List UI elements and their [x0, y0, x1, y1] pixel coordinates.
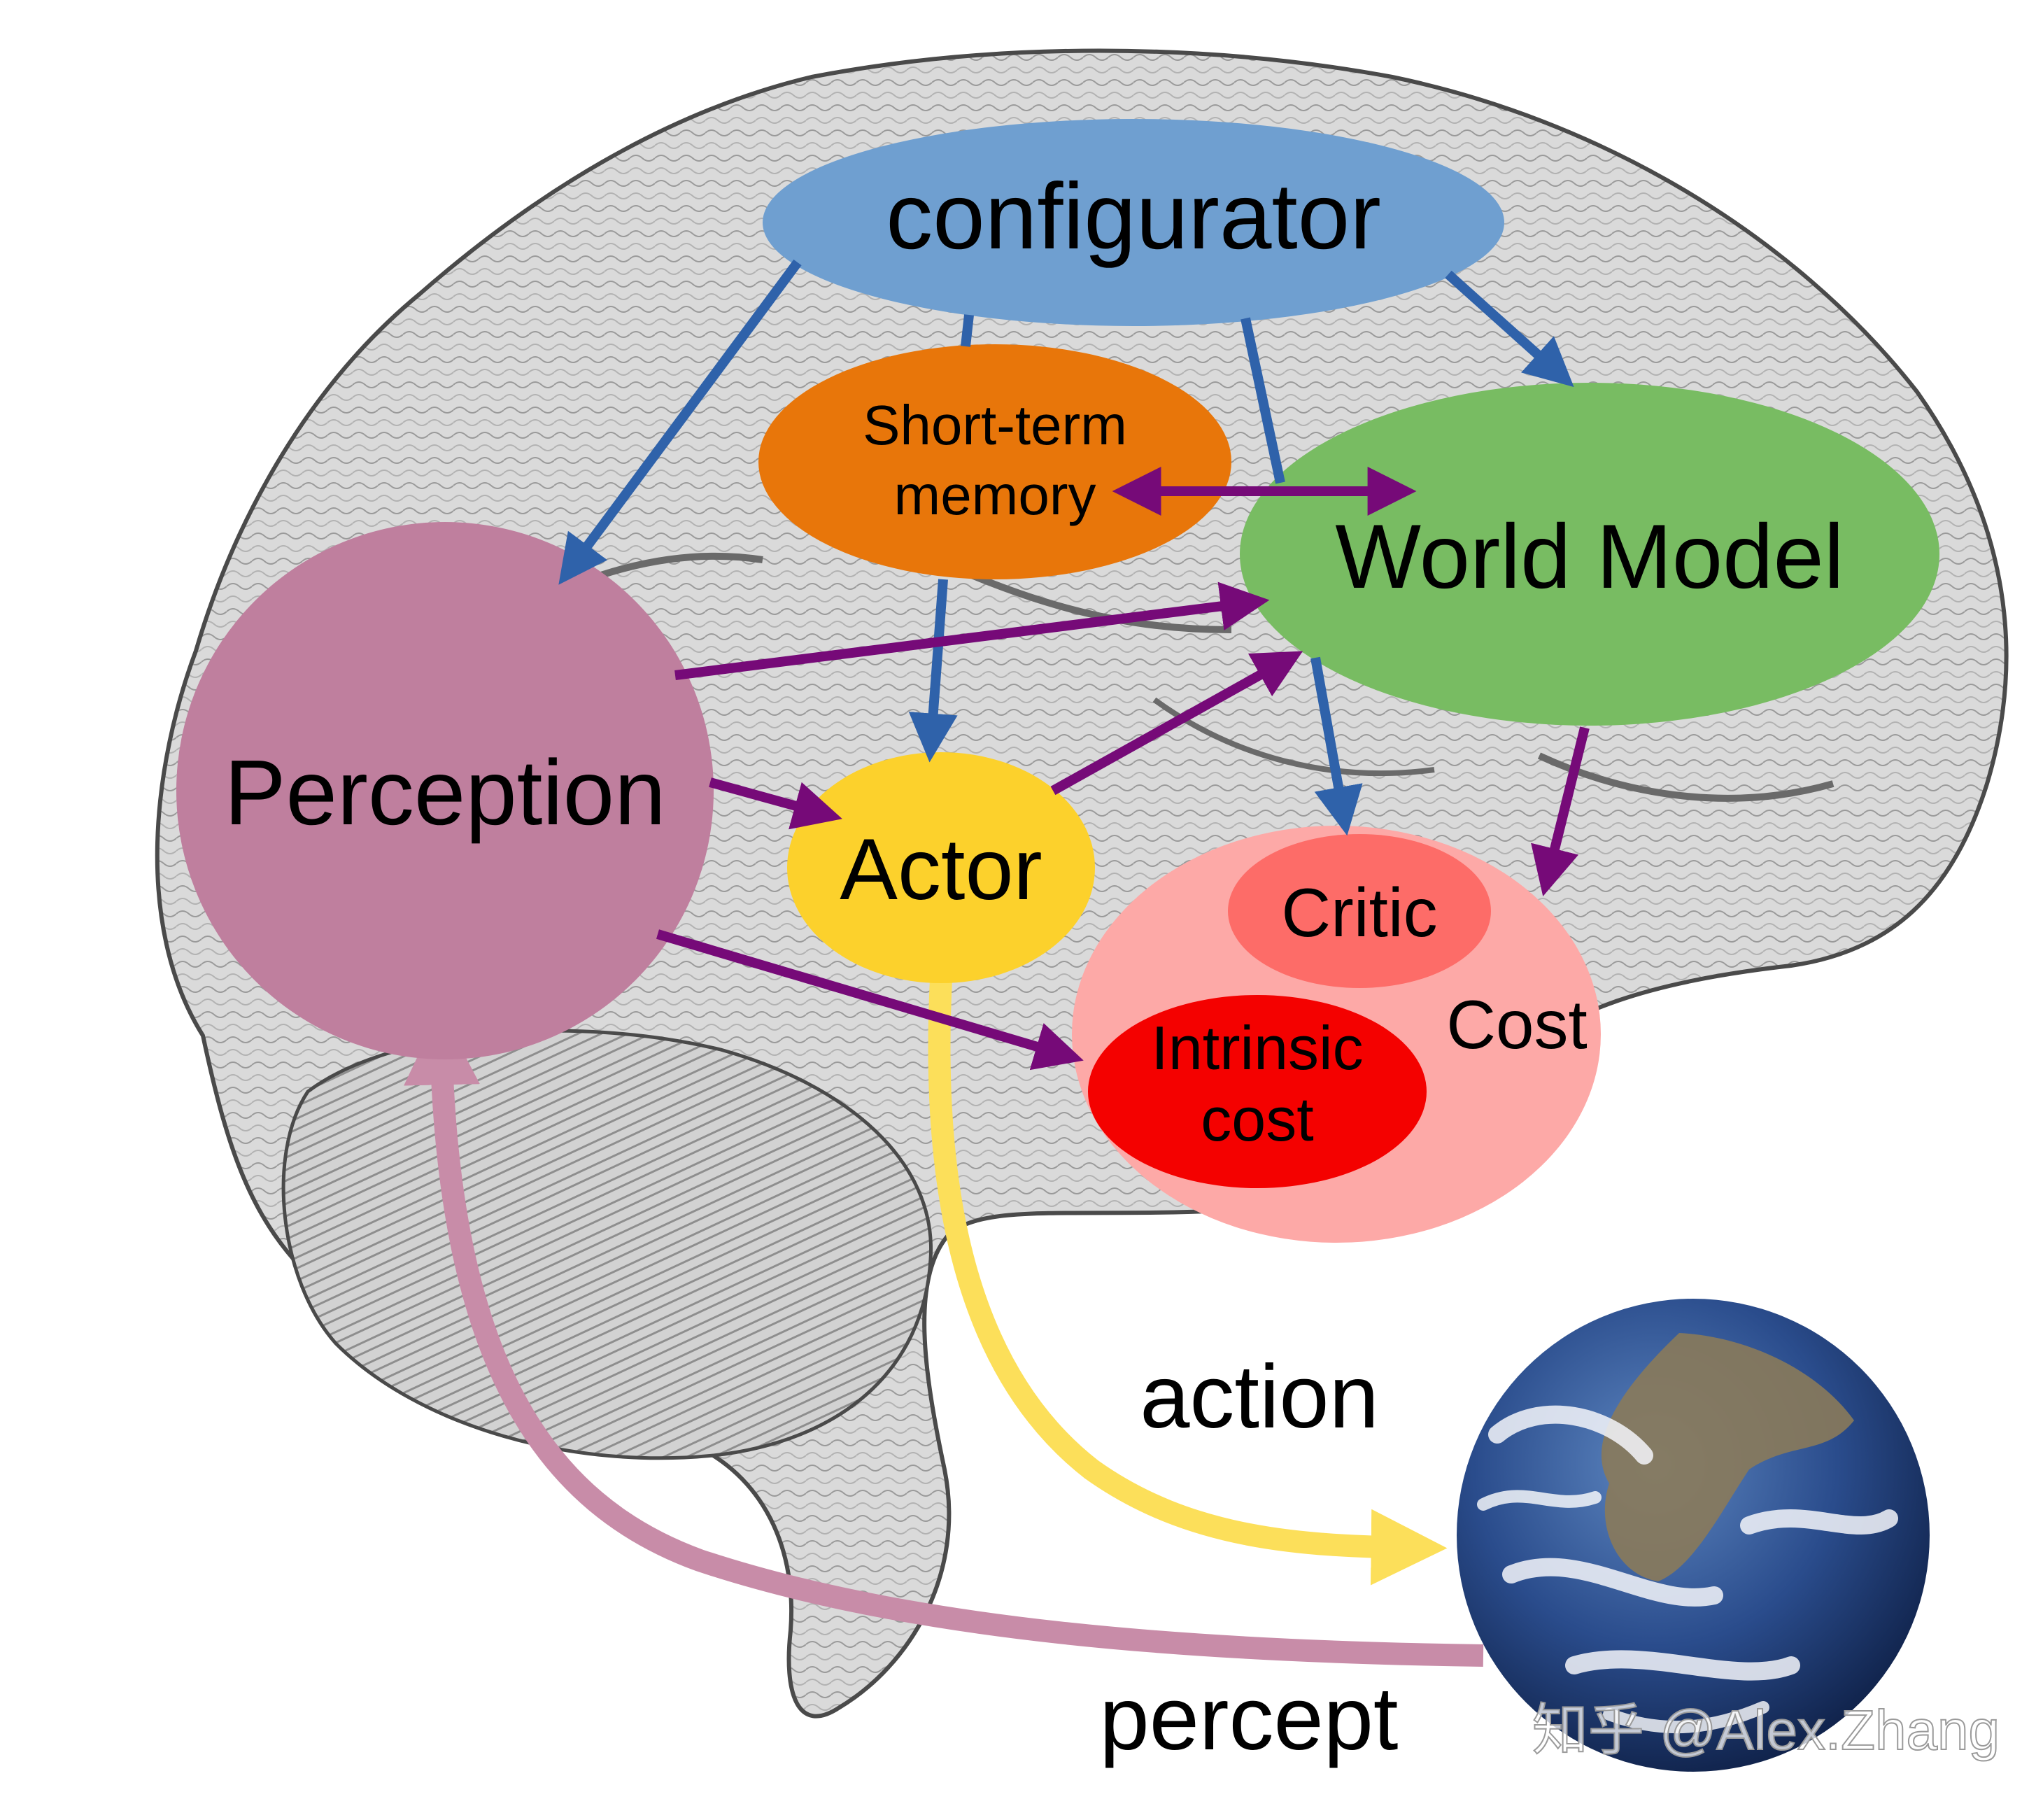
- configurator-node[interactable]: configurator: [763, 119, 1504, 326]
- percept-label: percept: [1100, 1669, 1399, 1769]
- arrow-configurator-to-perception: [558, 259, 802, 585]
- watermark: 知乎 @Alex.Zhang: [1532, 1699, 2000, 1761]
- arrow-configurator-to-critic-lower: [1310, 656, 1363, 836]
- earth-icon: [1457, 1299, 1930, 1772]
- critic-node[interactable]: [1228, 834, 1491, 988]
- world-model-label: World Model: [1335, 505, 1844, 607]
- action-label: action: [1140, 1347, 1379, 1447]
- percept-arrow: [404, 1008, 1484, 1667]
- actor-label: Actor: [840, 821, 1042, 918]
- cost-node[interactable]: Critic Cost Intrinsic cost: [1072, 826, 1601, 1243]
- arrow-memory-to-actor: [908, 579, 958, 763]
- world-model-node[interactable]: World Model: [1240, 383, 1939, 726]
- intrinsic-cost-label-line1: Intrinsic: [1151, 1013, 1363, 1082]
- short-term-memory-label-line2: memory: [894, 464, 1096, 526]
- short-term-memory-node[interactable]: Short-term memory: [758, 344, 1231, 579]
- action-arrow: [928, 979, 1448, 1586]
- configurator-label: configurator: [886, 164, 1381, 269]
- arrow-configurator-to-memory: [961, 314, 974, 347]
- arrow-actor-to-world-model: [1050, 651, 1303, 796]
- perception-node[interactable]: Perception: [176, 522, 714, 1059]
- perception-label: Perception: [224, 741, 665, 844]
- actor-node[interactable]: Actor: [787, 752, 1095, 983]
- arrow-perception-to-actor: [709, 777, 842, 830]
- arrow-perception-to-cost: [656, 929, 1084, 1071]
- arrow-configurator-to-world-model: [1445, 270, 1574, 388]
- intrinsic-cost-label-line2: cost: [1201, 1085, 1313, 1154]
- intrinsic-cost-node[interactable]: [1088, 995, 1427, 1188]
- arrow-world-model-to-cost: [1531, 726, 1590, 897]
- arrow-perception-to-world-model: [674, 581, 1270, 680]
- critic-label: Critic: [1281, 874, 1437, 951]
- short-term-memory-label-line1: Short-term: [863, 394, 1127, 456]
- cost-label: Cost: [1446, 986, 1588, 1063]
- arrow-configurator-to-critic: [1240, 317, 1285, 484]
